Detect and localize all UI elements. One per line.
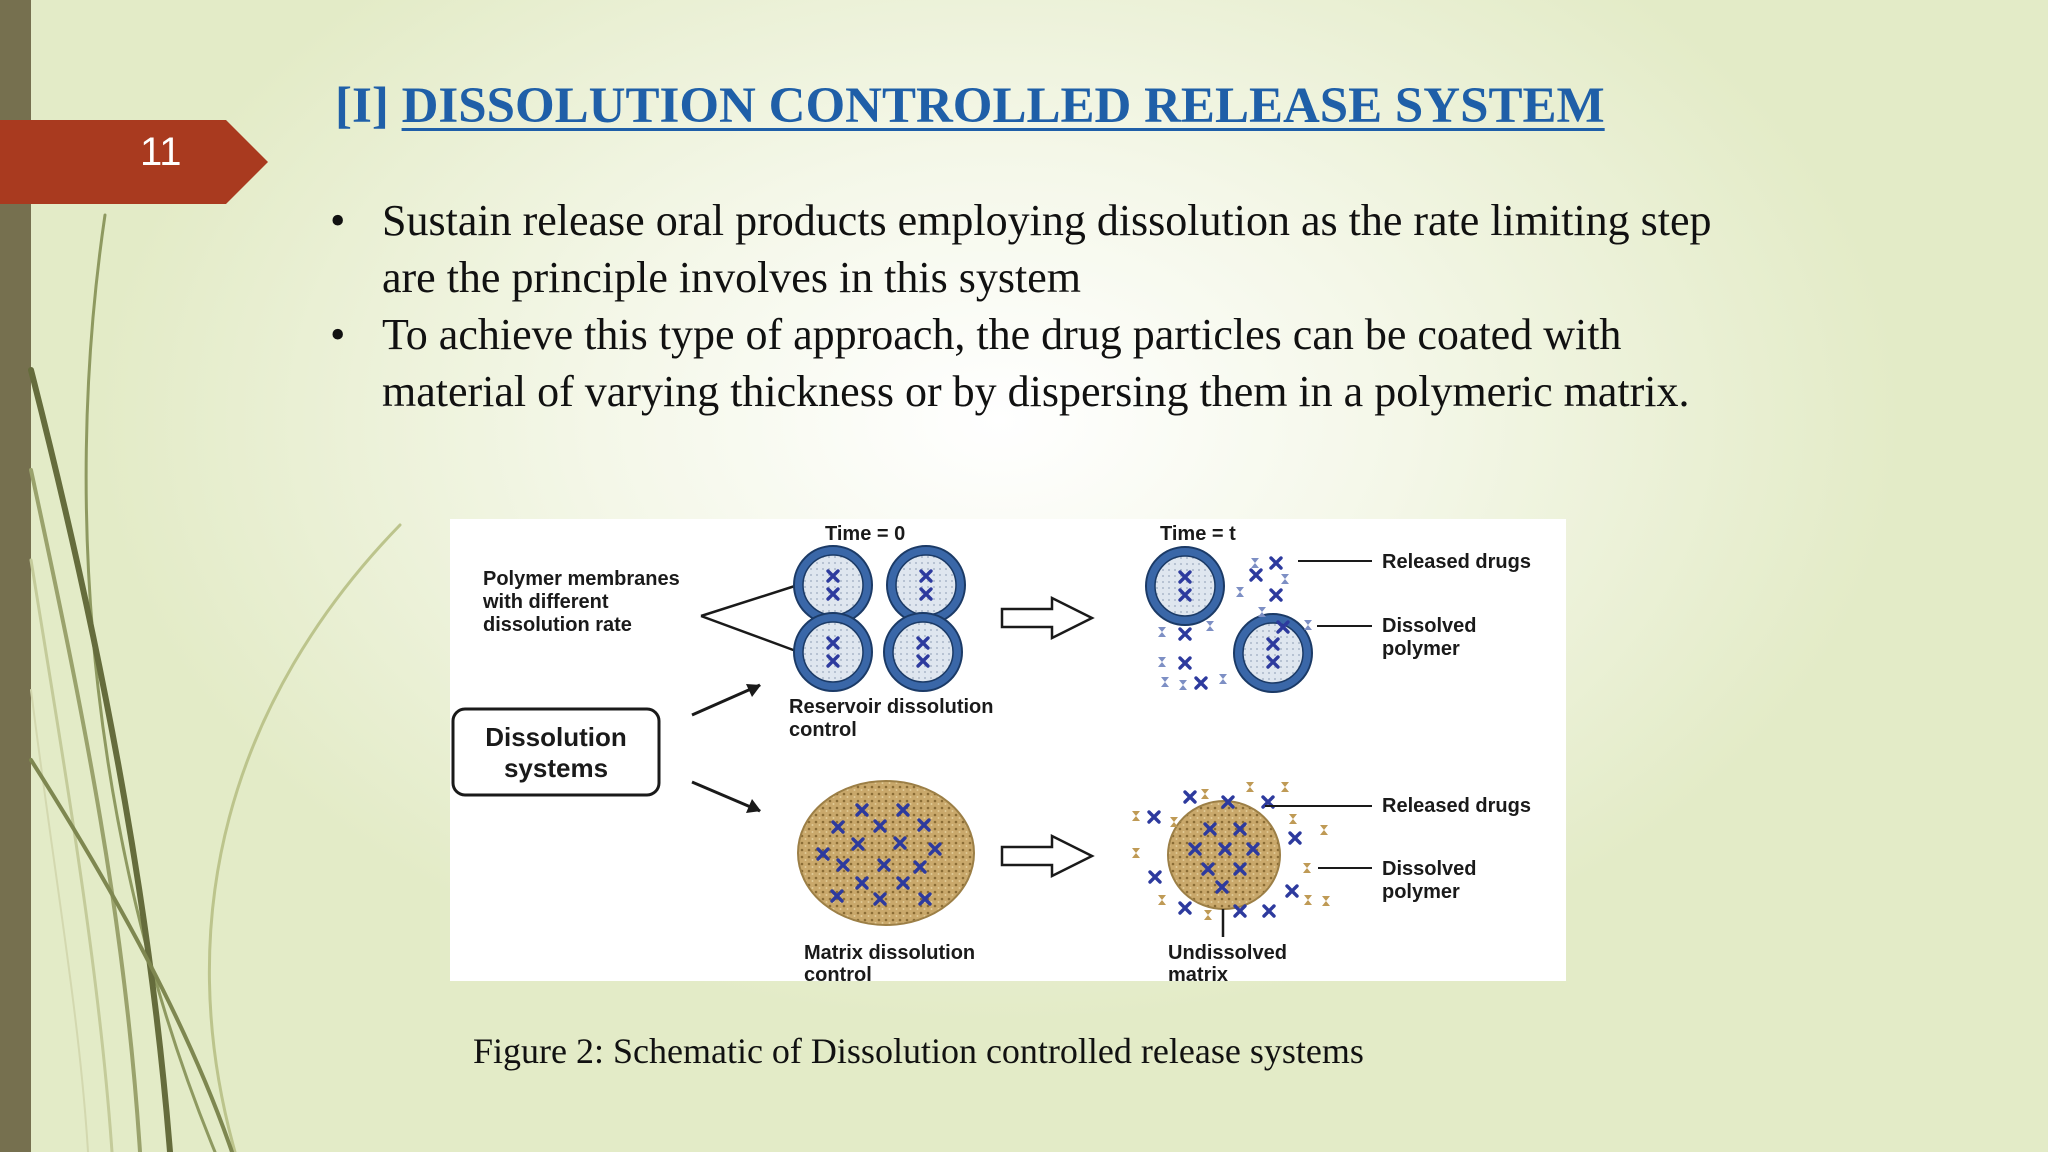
undissolved-matrix-label-2: matrix	[1168, 964, 1228, 981]
undissolved-matrix-label-1: Undissolved	[1168, 942, 1287, 964]
polymer-membranes-label-3: dissolution rate	[483, 614, 632, 636]
reservoir-capsule-dissolving	[1146, 547, 1224, 625]
matrix-tablet	[797, 780, 975, 926]
bullet-text: Sustain release oral products employing …	[382, 196, 1712, 302]
time-zero-label: Time = 0	[825, 523, 905, 545]
reservoir-capsule	[794, 613, 872, 691]
arrow-to-reservoir-icon	[691, 683, 761, 717]
page-number-tab-icon	[0, 120, 268, 204]
pointer-lines	[700, 583, 799, 653]
dissolution-systems-box	[451, 707, 661, 797]
dissolution-systems-label-2: systems	[504, 753, 608, 783]
bullet-marker: •	[330, 196, 346, 245]
hollow-right-arrow-icon	[1000, 596, 1094, 640]
bullet-item: • Sustain release oral products employing…	[330, 192, 1760, 306]
hollow-right-arrow-icon	[1000, 834, 1094, 878]
bullet-list: • Sustain release oral products employing…	[330, 192, 1760, 420]
time-t-label: Time = t	[1160, 523, 1236, 545]
matrix-tablet-dissolving	[1167, 800, 1281, 910]
figure-caption: Figure 2: Schematic of Dissolution contr…	[473, 1031, 1364, 1071]
released-drugs-label-top: Released drugs	[1382, 551, 1531, 573]
figure-schematic: Time = 0 Time = t Polymer membranes with…	[451, 523, 1531, 981]
slide-title: [I] DISSOLUTION CONTROLLED RELEASE SYSTE…	[335, 74, 1605, 138]
reservoir-control-label-2: control	[789, 719, 857, 741]
released-drugs-label-bottom: Released drugs	[1382, 795, 1531, 817]
bullet-item: • To achieve this type of approach, the d…	[330, 306, 1760, 420]
dissolution-systems-label-1: Dissolution	[485, 722, 627, 752]
dissolved-polymer-label-top-1: Dissolved	[1382, 615, 1476, 637]
reservoir-control-label-1: Reservoir dissolution	[789, 696, 994, 718]
dissolution-figure: Time = 0 Time = t Polymer membranes with…	[450, 519, 1566, 981]
title-link[interactable]: DISSOLUTION CONTROLLED RELEASE SYSTEM	[401, 78, 1605, 134]
arrow-to-matrix-icon	[691, 780, 761, 813]
bullet-marker: •	[330, 310, 346, 359]
matrix-control-label-1: Matrix dissolution	[804, 942, 975, 964]
polymer-membranes-label-2: with different	[482, 591, 609, 613]
matrix-control-label-2: control	[804, 964, 872, 981]
title-prefix: [I]	[335, 78, 389, 134]
reservoir-capsule-dissolving	[1234, 614, 1312, 692]
reservoir-capsule	[884, 613, 962, 691]
bullet-text: To achieve this type of approach, the dr…	[382, 310, 1690, 416]
dissolved-polymer-label-bottom-1: Dissolved	[1382, 858, 1476, 880]
polymer-membranes-label-1: Polymer membranes	[483, 568, 680, 590]
dissolved-polymer-label-bottom-2: polymer	[1382, 881, 1460, 903]
dissolved-polymer-label-top-2: polymer	[1382, 638, 1460, 660]
page-number: 11	[140, 130, 182, 174]
